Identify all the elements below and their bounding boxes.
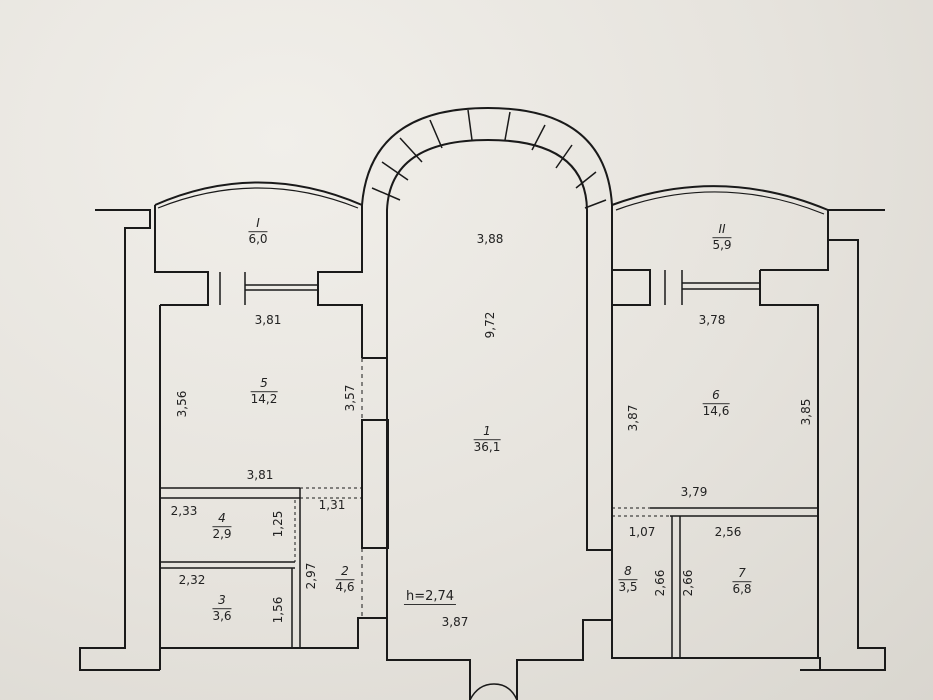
- dim-room8-width: 1,07: [628, 525, 656, 539]
- dim-hall-width-bottom: 3,87: [441, 615, 469, 629]
- balcony-1-arc: [154, 181, 363, 206]
- dim-room6-depth-left: 3,87: [626, 404, 640, 432]
- dim-room6-bottom-width: 3,79: [680, 485, 708, 499]
- ceiling-height-label: h=2,74: [403, 589, 457, 605]
- partition-3-2: [291, 500, 301, 648]
- dim-room8-depth: 2,66: [653, 569, 667, 597]
- dim-hall-length: 9,72: [483, 311, 497, 339]
- right-outer-wall: [800, 209, 886, 671]
- hall-arch-outer: [361, 106, 613, 550]
- dim-room5-bottom-width: 3,81: [246, 468, 274, 482]
- partition-4-3: [160, 561, 295, 569]
- hall-arch: [386, 138, 613, 620]
- entry-door-arc: [469, 683, 518, 700]
- dim-hall-width-top: 3,88: [476, 232, 504, 246]
- dim-room5-depth-left: 3,56: [175, 390, 189, 418]
- dim-room4-width: 2,33: [170, 504, 198, 518]
- room5-wall: [154, 205, 363, 648]
- balcony-2-arc: [611, 185, 829, 211]
- room6-wall: [611, 240, 829, 658]
- dim-room5-width: 3,81: [254, 313, 282, 327]
- partition-door-5-2: [300, 487, 362, 499]
- window-right: [664, 270, 760, 305]
- dim-room4-depth: 1,25: [271, 510, 285, 538]
- dim-room3-depth: 1,56: [271, 596, 285, 624]
- hall-left-block: [361, 419, 389, 549]
- dim-room2-width: 1,31: [318, 498, 346, 512]
- bottom-wall: [159, 617, 821, 700]
- partition-6-7: [650, 507, 818, 517]
- dim-room2-depth: 2,97: [304, 562, 318, 590]
- partition-8-7: [671, 516, 681, 658]
- dim-room5-depth-right: 3,57: [343, 384, 357, 412]
- left-outer-wall: [79, 209, 160, 671]
- window-left: [219, 272, 318, 305]
- dim-room7-width: 2,56: [714, 525, 742, 539]
- partition-5-4: [160, 487, 301, 500]
- dim-room6-depth-right: 3,85: [799, 398, 813, 426]
- dim-room7-depth: 2,66: [681, 569, 695, 597]
- dim-room3-width: 2,32: [178, 573, 206, 587]
- dim-room6-width: 3,78: [698, 313, 726, 327]
